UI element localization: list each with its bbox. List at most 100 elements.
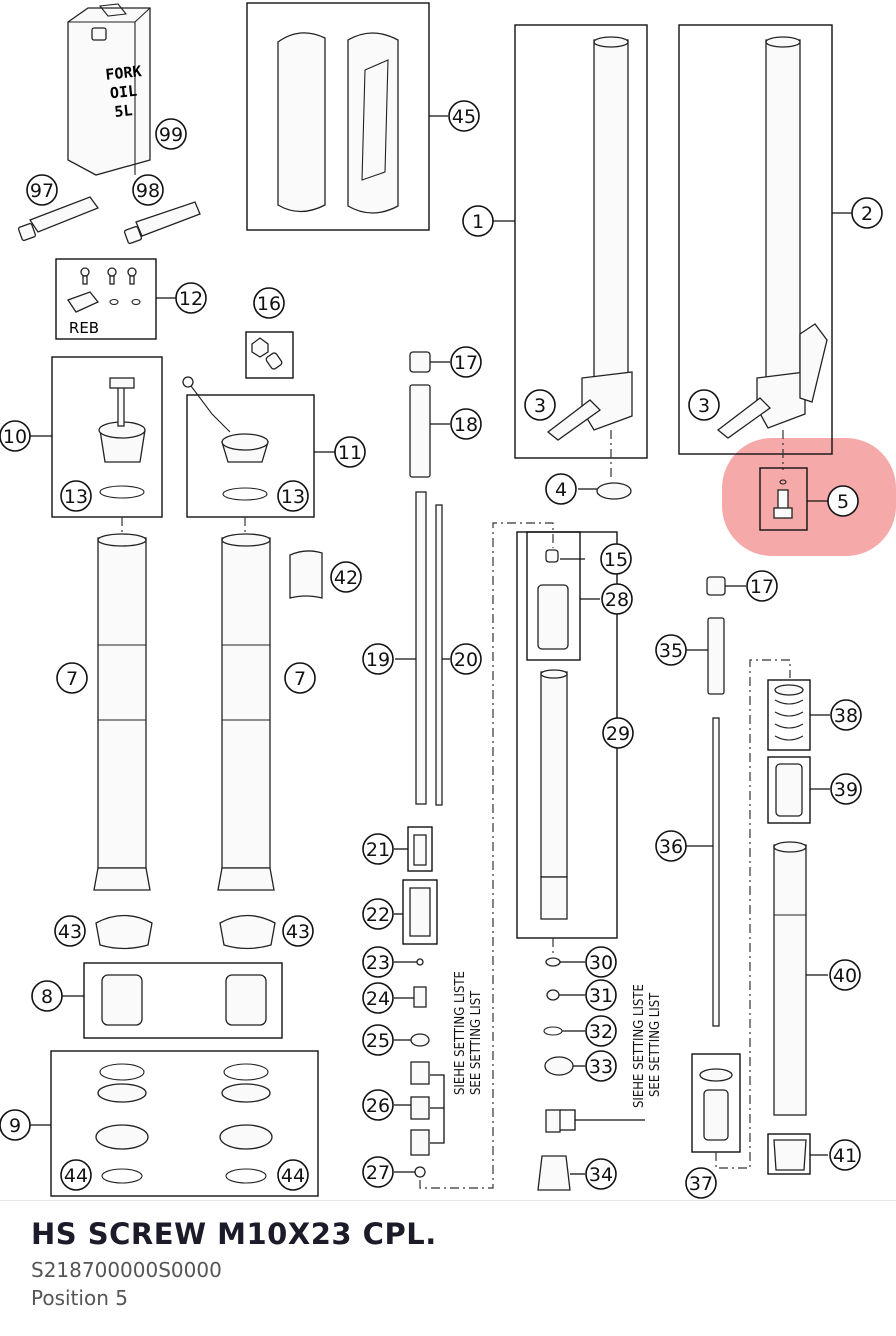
callout-3[interactable]: 3 xyxy=(524,389,556,421)
callout-39[interactable]: 39 xyxy=(830,773,862,805)
callout-13[interactable]: 13 xyxy=(60,480,92,512)
callout-98[interactable]: 98 xyxy=(132,174,164,206)
callout-34[interactable]: 34 xyxy=(585,1158,617,1190)
callout-label: 7 xyxy=(294,668,306,690)
callout-2[interactable]: 2 xyxy=(851,197,883,229)
callout-25[interactable]: 25 xyxy=(362,1024,394,1056)
callout-35[interactable]: 35 xyxy=(655,634,687,666)
callout-label: 17 xyxy=(454,352,478,374)
part-16[interactable] xyxy=(251,337,283,370)
callout-8[interactable]: 8 xyxy=(31,980,63,1012)
callout-33[interactable]: 33 xyxy=(585,1050,617,1082)
callout-42[interactable]: 42 xyxy=(330,561,362,593)
callout-label: 42 xyxy=(334,567,358,589)
callout-37[interactable]: 37 xyxy=(685,1167,717,1199)
callout-29[interactable]: 29 xyxy=(602,717,634,749)
outer-tube-left[interactable] xyxy=(93,517,151,891)
callout-43[interactable]: 43 xyxy=(54,915,86,947)
callout-20[interactable]: 20 xyxy=(450,643,482,675)
callout-32[interactable]: 32 xyxy=(585,1015,617,1047)
outer-tube-right[interactable] xyxy=(217,517,275,891)
highlight-marker xyxy=(722,438,896,556)
piston-39[interactable] xyxy=(775,763,803,817)
callout-5[interactable]: 5 xyxy=(827,485,859,517)
reb-kit-parts[interactable]: REB xyxy=(67,267,141,337)
bushings-8[interactable] xyxy=(101,974,267,1026)
callout-27[interactable]: 27 xyxy=(362,1156,394,1188)
callout-44[interactable]: 44 xyxy=(60,1159,92,1191)
callout-10[interactable]: 10 xyxy=(0,420,31,452)
callout-21[interactable]: 21 xyxy=(362,833,394,865)
callout-97[interactable]: 97 xyxy=(26,174,58,206)
grease-tube-98[interactable] xyxy=(123,201,201,245)
end-cap-41[interactable] xyxy=(773,1139,807,1171)
callout-30[interactable]: 30 xyxy=(585,946,617,978)
callout-19[interactable]: 19 xyxy=(362,643,394,675)
callout-17[interactable]: 17 xyxy=(450,346,482,378)
callout-99[interactable]: 99 xyxy=(155,118,187,150)
callout-label: 21 xyxy=(366,839,390,861)
callout-7[interactable]: 7 xyxy=(56,662,88,694)
callout-22[interactable]: 22 xyxy=(362,898,394,930)
setting-list-en-2: SEE SETTING LIST xyxy=(648,992,663,1097)
oil-can-line-3: 5L xyxy=(114,101,134,121)
callout-label: 26 xyxy=(366,1095,390,1117)
ring-43-right[interactable] xyxy=(219,914,276,950)
callout-36[interactable]: 36 xyxy=(655,830,687,862)
callout-label: 35 xyxy=(659,640,683,662)
damper-tube-40[interactable] xyxy=(773,841,807,1116)
sticker-42[interactable] xyxy=(289,550,323,599)
callout-label: 13 xyxy=(281,486,305,508)
callout-1[interactable]: 1 xyxy=(462,205,494,237)
callout-24[interactable]: 24 xyxy=(362,982,394,1014)
part-number: S218700000S0000 xyxy=(31,1258,222,1282)
rebound-rod-assembly[interactable] xyxy=(691,576,791,1169)
fork-oil-can[interactable]: FORK OIL 5L xyxy=(67,3,151,176)
callout-43[interactable]: 43 xyxy=(282,915,314,947)
callout-15[interactable]: 15 xyxy=(600,543,632,575)
callout-4[interactable]: 4 xyxy=(545,473,577,505)
hs-screw-m10x23[interactable] xyxy=(773,479,793,519)
inner-tube-right[interactable] xyxy=(716,36,828,470)
callout-17[interactable]: 17 xyxy=(746,570,778,602)
callout-26[interactable]: 26 xyxy=(362,1089,394,1121)
cartridge-damper-assembly[interactable] xyxy=(402,351,554,1189)
callout-label: 23 xyxy=(366,952,390,974)
callout-44[interactable]: 44 xyxy=(277,1159,309,1191)
callout-28[interactable]: 28 xyxy=(601,583,633,615)
inner-tube-left[interactable] xyxy=(546,36,633,500)
setting-list-de-1: SIEHE SETTING LISTE xyxy=(453,971,468,1095)
fork-guard-stickers[interactable] xyxy=(277,32,399,214)
ring-43-left[interactable] xyxy=(95,914,153,950)
callout-label: 19 xyxy=(366,649,390,671)
seals-9[interactable] xyxy=(95,1063,273,1184)
callout-18[interactable]: 18 xyxy=(450,408,482,440)
callout-45[interactable]: 45 xyxy=(448,100,480,132)
callout-label: 17 xyxy=(750,576,774,598)
grease-tube-97[interactable] xyxy=(17,196,100,242)
callout-13[interactable]: 13 xyxy=(277,480,309,512)
callout-9[interactable]: 9 xyxy=(0,1109,31,1141)
callout-label: 40 xyxy=(833,965,857,987)
callout-label: 38 xyxy=(834,705,858,727)
callout-41[interactable]: 41 xyxy=(829,1139,861,1171)
setting-list-en-1: SEE SETTING LIST xyxy=(469,990,484,1095)
callout-23[interactable]: 23 xyxy=(362,946,394,978)
callout-31[interactable]: 31 xyxy=(585,979,617,1011)
fork-cap-left[interactable] xyxy=(98,377,146,499)
callout-label: 13 xyxy=(64,486,88,508)
callout-38[interactable]: 38 xyxy=(830,699,862,731)
callout-label: 11 xyxy=(338,442,362,464)
callout-label: 29 xyxy=(606,723,630,745)
callout-7[interactable]: 7 xyxy=(284,662,316,694)
callout-16[interactable]: 16 xyxy=(253,287,285,319)
callout-label: 2 xyxy=(861,203,873,225)
cartridge-tube-29[interactable] xyxy=(537,549,645,1191)
fork-cap-right[interactable] xyxy=(182,376,269,501)
callout-label: 3 xyxy=(534,395,546,417)
callout-3[interactable]: 3 xyxy=(688,389,720,421)
callout-40[interactable]: 40 xyxy=(829,959,861,991)
callout-11[interactable]: 11 xyxy=(334,436,366,468)
callout-12[interactable]: 12 xyxy=(175,282,207,314)
spring-38[interactable] xyxy=(774,684,804,741)
